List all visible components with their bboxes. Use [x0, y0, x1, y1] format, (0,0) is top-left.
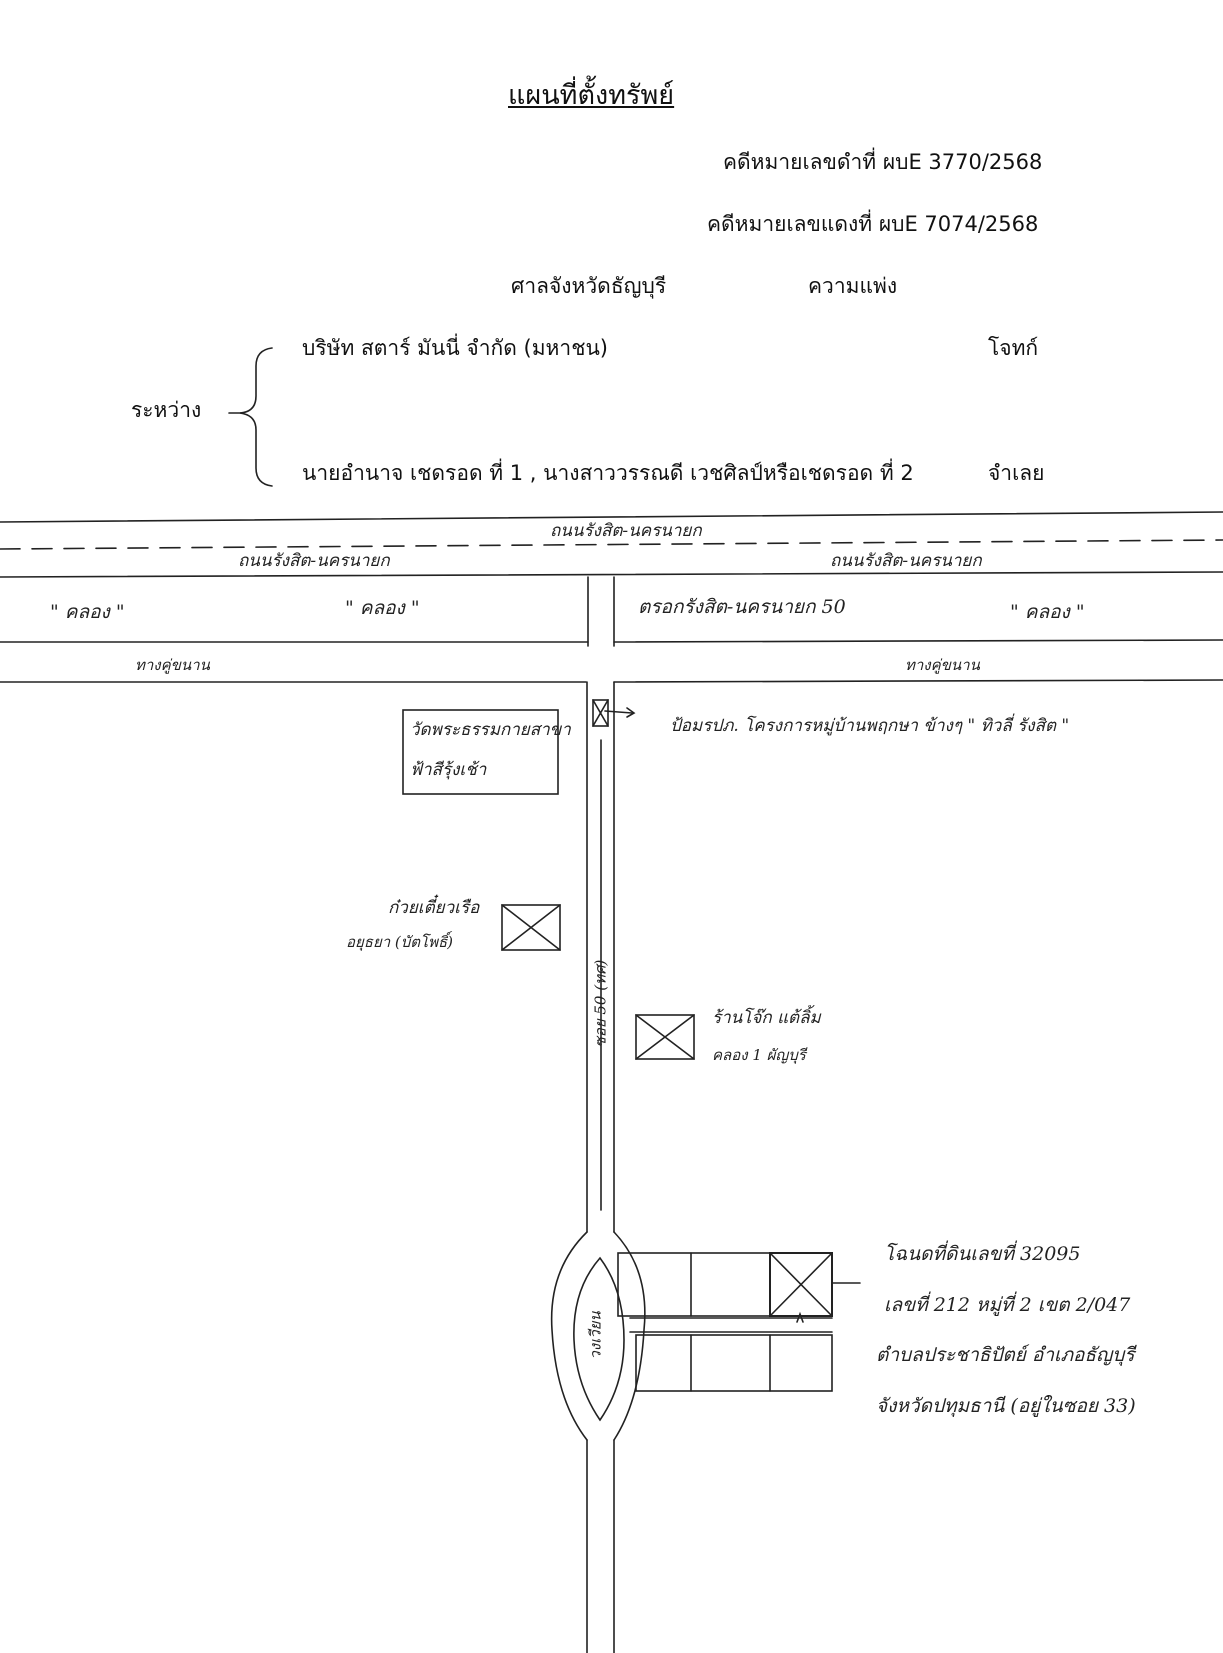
plot-row-lower [635, 1334, 833, 1392]
case-type: ความแพ่ง [808, 274, 898, 298]
between-label: ระหว่าง [131, 398, 202, 422]
road-top-edge [0, 511, 1223, 523]
between-brace [239, 347, 273, 487]
gate-landmark-label: ป้อมรปภ. โครงการหมู่บ้านพฤกษา ข้างๆ " ทิ… [670, 716, 1070, 736]
main-road-label-right: ถนนรังสิต-นครนายก [830, 551, 982, 571]
page-title: แผนที่ตั้งทรัพย์ [508, 80, 675, 111]
footpath-edge [613, 679, 1223, 683]
road-center-dashed [0, 539, 1223, 550]
canal-label: " คลอง " [1010, 601, 1085, 623]
plaintiff-name: บริษัท สตาร์ มันนี่ จำกัด (มหาชน) [302, 336, 608, 360]
noodle-shop-box [501, 904, 561, 951]
soi-road-label: ซอย 50 (ทศ) [591, 959, 610, 1048]
property-deed-line: เลขที่ 212 หมู่ที่ 2 เขต 2/047 [884, 1294, 1131, 1316]
roundabout-outer [613, 1231, 646, 1441]
landmark-box-text: ฟ้าสีรุ้งเช้า [410, 760, 487, 780]
footpath-label: ทางคู่ขนาน [135, 656, 210, 674]
black-case-number: คดีหมายเลขดำที่ ผบE 3770/2568 [723, 150, 1043, 174]
property-deed-line: โฉนดที่ดินเลขที่ 32095 [884, 1243, 1081, 1265]
canal-bottom-edge [613, 639, 1223, 643]
roundabout-outer [550, 1231, 588, 1441]
property-deed-line: จังหวัดปทุมธานี (อยู่ในซอย 33) [876, 1395, 1136, 1417]
defendant-role: จำเลย [988, 461, 1045, 485]
gate-box [592, 699, 609, 727]
roundabout-label: วงเวียน [586, 1311, 605, 1360]
landmark-box [402, 709, 559, 795]
jok-shop-label: ร้านโจ๊ก แต้ลิ้ม [712, 1008, 821, 1028]
red-case-number: คดีหมายเลขแดงที่ ผบE 7074/2568 [707, 212, 1039, 236]
noodle-shop-label: อยุธยา (บัตโพธิ์) [346, 933, 453, 951]
main-road-label: ถนนรังสิต-นครนายก [550, 521, 702, 541]
property-deed-line: ตำบลประชาธิปัตย์ อำเภอธัญบุรี [876, 1344, 1135, 1366]
canal-label: " คลอง " [50, 601, 125, 623]
canal-label: " คลอง " [345, 597, 420, 619]
roundabout-inner [573, 1256, 625, 1422]
footpath-label: ทางคู่ขนาน [905, 656, 980, 674]
jok-shop-label: คลอง 1 ผัญบุรี [712, 1046, 806, 1064]
main-road-label-left: ถนนรังสิต-นครนายก [238, 551, 390, 571]
plaintiff-role: โจทก์ [988, 336, 1039, 360]
defendant-names: นายอำนาจ เชดรอด ที่ 1 , นางสาววรรณดี เวช… [302, 461, 914, 485]
landmark-box-text: วัดพระธรรมกายสาขา [410, 720, 571, 740]
road-bottom-edge [0, 571, 1223, 578]
noodle-shop-label: ก๋วยเตี๋ยวเรือ [388, 898, 480, 918]
court-name: ศาลจังหวัดธัญบุรี [511, 274, 667, 298]
jok-shop-box [635, 1014, 695, 1060]
alley-label: ตรอกรังสิต-นครนายก 50 [638, 596, 846, 618]
